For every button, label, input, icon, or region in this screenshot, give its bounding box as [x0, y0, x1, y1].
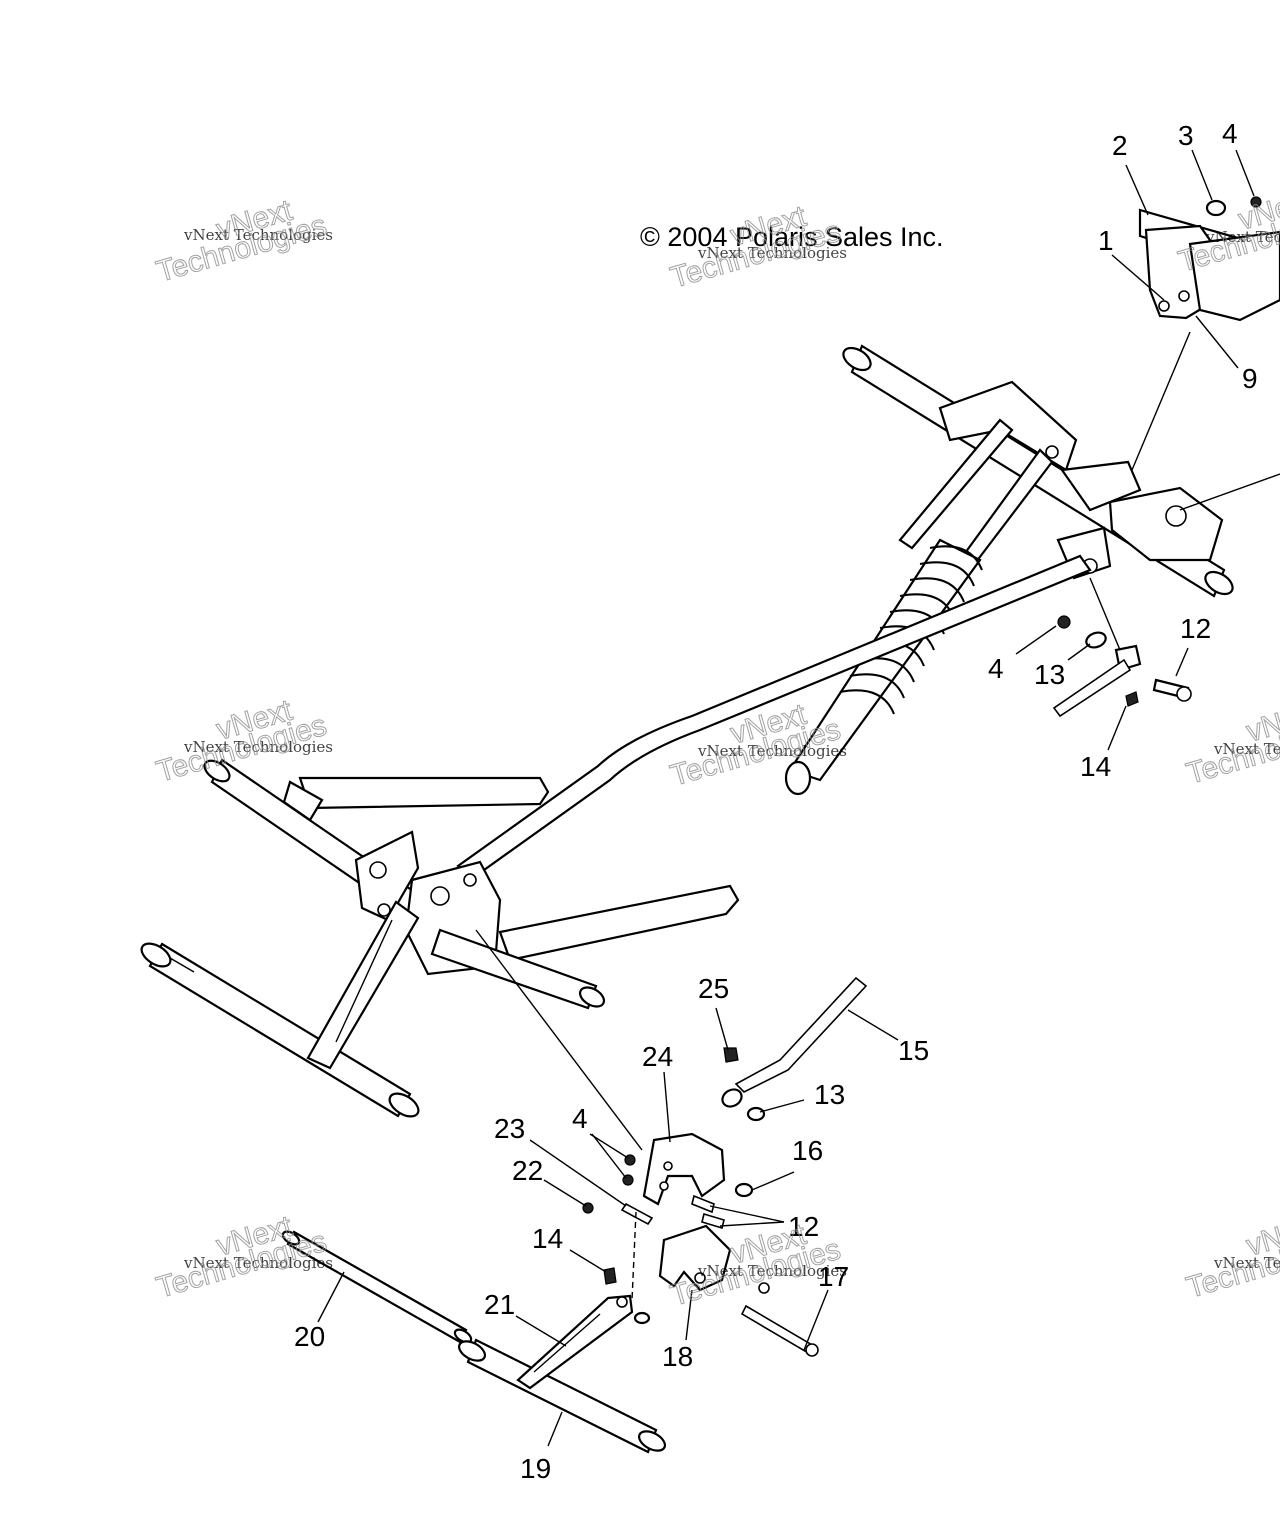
front-arm-right — [498, 884, 740, 962]
svg-text:vNext Technologies: vNext Technologies — [1205, 228, 1280, 246]
front-pivot-plate — [354, 830, 606, 1010]
callout-22: 22 — [512, 1155, 543, 1186]
front-arm-left — [282, 776, 550, 822]
leader-lines-top — [1111, 149, 1280, 511]
callout-13-bottom: 13 — [814, 1079, 845, 1110]
exploded-block-18 — [658, 1224, 732, 1292]
callout-17: 17 — [818, 1261, 849, 1292]
callout-2: 2 — [1112, 130, 1128, 161]
rear-links — [898, 418, 1054, 572]
callout-23: 23 — [494, 1113, 525, 1144]
callout-21: 21 — [484, 1289, 515, 1320]
exploded-parts-right — [1052, 615, 1192, 718]
callout-13-right: 13 — [1034, 659, 1065, 690]
callout-1: 1 — [1098, 225, 1114, 256]
callout-15: 15 — [898, 1035, 929, 1066]
watermark: vNext Technologies vNext Technologies vN… — [152, 183, 1280, 1313]
copyright-text: © 2004 Polaris Sales Inc. — [640, 222, 944, 252]
callout-24: 24 — [642, 1041, 673, 1072]
callout-19: 19 — [520, 1453, 551, 1484]
exploded-block-24 — [642, 1132, 726, 1206]
exploded-bracket-top — [1138, 196, 1280, 322]
svg-text:vNext Technologies: vNext Technologies — [183, 1254, 333, 1272]
svg-text:vNext Technologies: vNext Technologies — [697, 1262, 847, 1280]
svg-text:vNext Technologies: vNext Technologies — [697, 244, 847, 262]
exploded-shaft-19 — [457, 1338, 667, 1454]
svg-text:vNext Technologies: vNext Technologies — [697, 742, 847, 760]
svg-text:vNext Technologies: vNext Technologies — [183, 226, 333, 244]
svg-text:vNext Technologies: vNext Technologies — [1213, 740, 1280, 758]
exploded-arm-15 — [721, 976, 868, 1122]
callout-3: 3 — [1178, 120, 1194, 151]
svg-text:vNext Technologies: vNext Technologies — [1213, 1254, 1280, 1272]
leader-lines-bottom — [317, 929, 899, 1447]
callout-20: 20 — [294, 1321, 325, 1352]
callout-4-right: 4 — [988, 653, 1004, 684]
callout-18: 18 — [662, 1341, 693, 1372]
callout-16: 16 — [792, 1135, 823, 1166]
exploded-hardware — [582, 1154, 819, 1357]
callout-4-bottom: 4 — [572, 1103, 588, 1134]
callout-9: 9 — [1242, 363, 1258, 394]
callout-12-bottom: 12 — [788, 1211, 819, 1242]
callout-14-right: 14 — [1080, 751, 1111, 782]
callout-4-top: 4 — [1222, 118, 1238, 149]
callout-14-bottom: 14 — [532, 1223, 563, 1254]
svg-text:vNext Technologies: vNext Technologies — [183, 738, 333, 756]
leader-lines-right — [1015, 577, 1189, 751]
callout-numbers: 1 2 3 4 9 4 13 12 14 25 15 24 13 23 4 16… — [294, 118, 1258, 1484]
front-link — [306, 900, 420, 1070]
callout-12-right: 12 — [1180, 613, 1211, 644]
callout-25: 25 — [698, 973, 729, 1004]
exploded-link-21 — [516, 1294, 634, 1390]
exploded-shaft-20 — [281, 1230, 473, 1344]
